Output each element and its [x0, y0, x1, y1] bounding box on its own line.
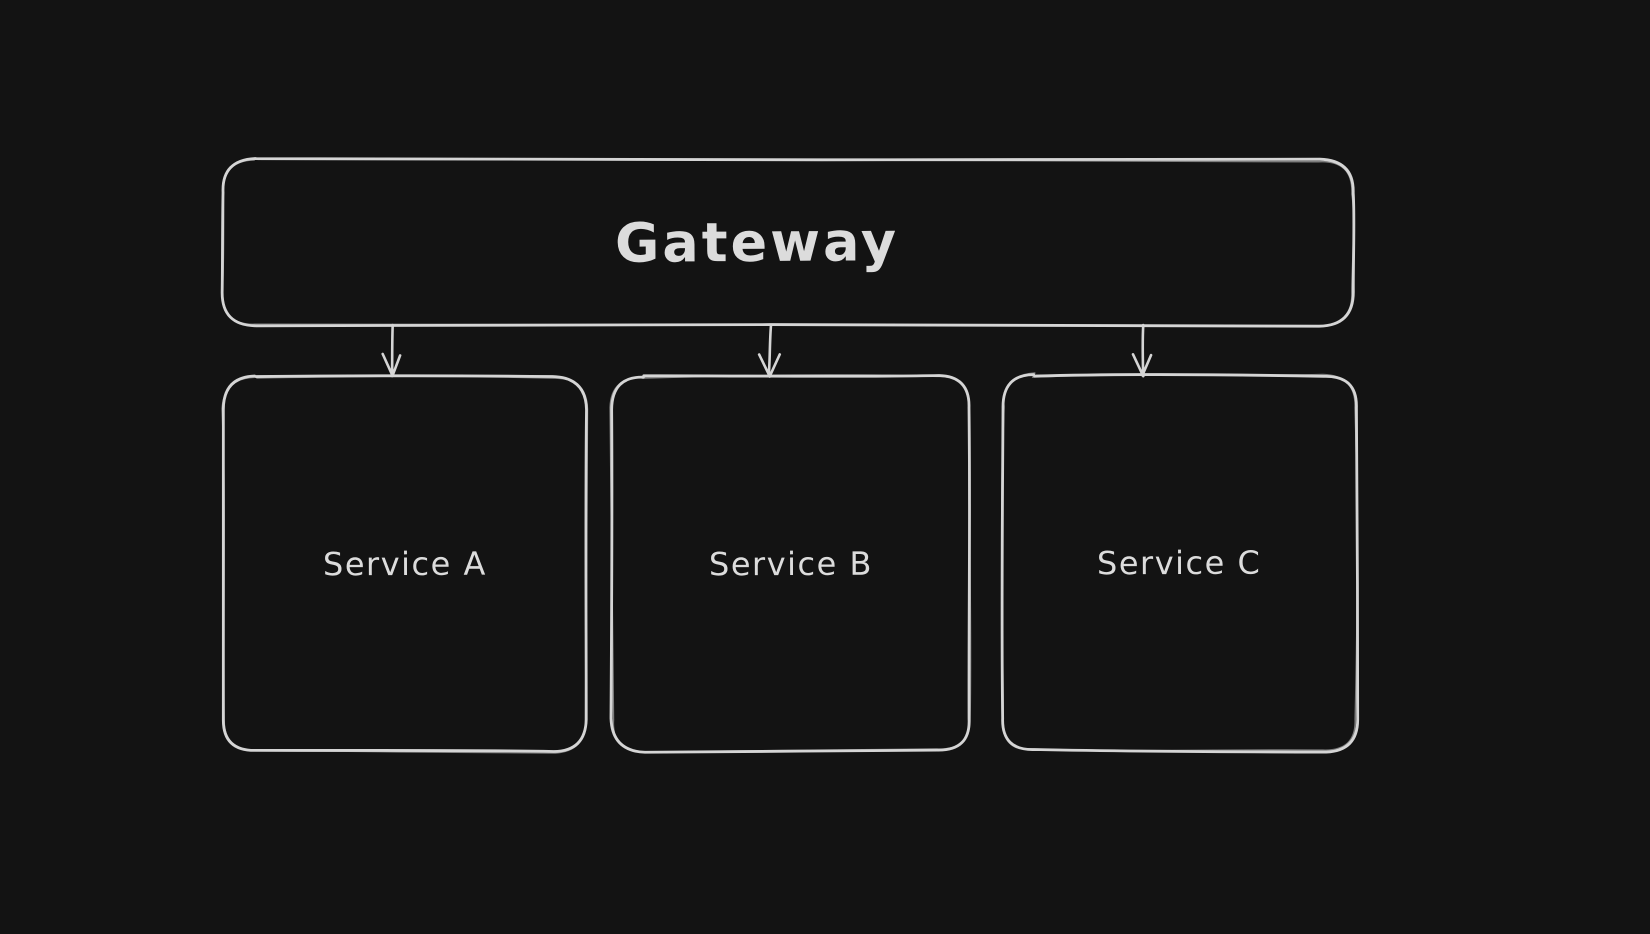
edge-gateway-service-b-arrow: [757, 323, 782, 378]
node-service-a-label: Service A: [323, 544, 487, 584]
node-service-b-label: Service B: [708, 544, 874, 583]
node-gateway-label: Gateway: [614, 210, 900, 275]
edge-gateway-service-c-arrow: [1131, 323, 1153, 378]
node-service-c-label: Service C: [1097, 543, 1262, 583]
node-gateway[interactable]: Gateway: [222, 160, 1354, 325]
node-service-a[interactable]: Service A: [224, 377, 586, 751]
edge-gateway-service-a-arrow: [381, 323, 402, 378]
node-service-c[interactable]: Service C: [1002, 375, 1357, 751]
node-service-b[interactable]: Service B: [612, 376, 970, 751]
